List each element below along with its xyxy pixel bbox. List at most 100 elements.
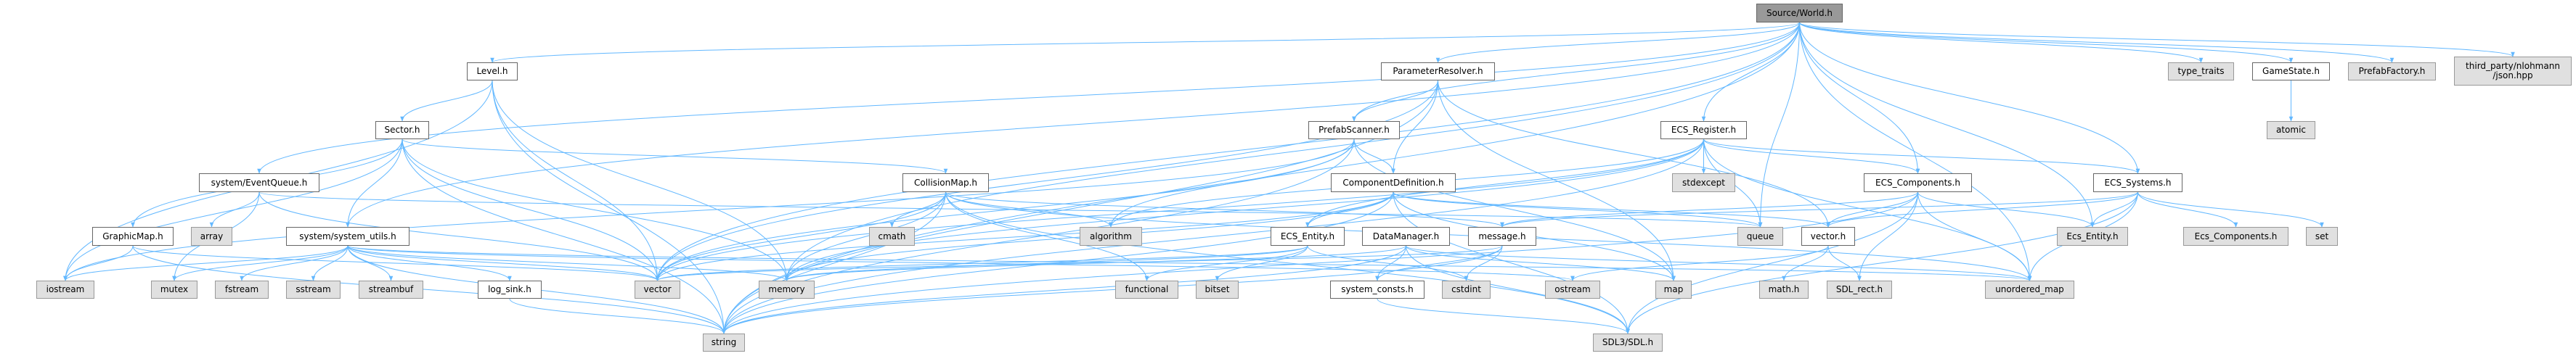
node-prefabfactory[interactable]: PrefabFactory.h [2348, 62, 2436, 80]
node-paramres[interactable]: ParameterResolver.h [1381, 62, 1495, 80]
node-bitset[interactable]: bitset [1196, 281, 1239, 299]
edge-ecsentity-to-cstdint [1307, 245, 1469, 281]
node-vector[interactable]: vector [635, 281, 680, 299]
edge-world-to-ecsregister [1701, 22, 1800, 122]
edge-datamanager-to-unordered_map [1406, 245, 2032, 281]
edge-sysconsts-to-sdl [1377, 298, 1630, 334]
node-sdl[interactable]: SDL3/SDL.h [1593, 334, 1663, 352]
node-logsink[interactable]: log_sink.h [478, 281, 542, 299]
node-level[interactable]: Level.h [467, 62, 518, 80]
node-ostream[interactable]: ostream [1545, 281, 1600, 299]
node-sysconsts[interactable]: system_consts.h [1330, 281, 1424, 299]
node-message[interactable]: message.h [1468, 227, 1536, 246]
edge-world-to-prefabscanner [1352, 22, 1800, 122]
node-ecscomponents[interactable]: ECS_Components.h [1864, 173, 1972, 192]
node-sector[interactable]: Sector.h [375, 121, 429, 139]
edge-graphicmap-to-string [132, 245, 726, 334]
edge-level-to-sector [400, 80, 493, 122]
node-streambuf[interactable]: streambuf [359, 281, 423, 299]
edge-prefabscanner-to-algorithm [1109, 138, 1355, 228]
node-prefabscanner[interactable]: PrefabScanner.h [1308, 121, 1400, 139]
edge-prefabscanner-to-compdef [1353, 138, 1395, 174]
node-fstream[interactable]: fstream [215, 281, 269, 299]
node-sdlrect[interactable]: SDL_rect.h [1827, 281, 1892, 299]
edge-ecssystems-to-message [1500, 191, 2138, 228]
node-datamanager[interactable]: DataManager.h [1362, 227, 1450, 246]
edge-sector-to-sysutils [346, 138, 403, 228]
node-cstdint[interactable]: cstdint [1442, 281, 1491, 299]
node-ecsregister[interactable]: ECS_Register.h [1660, 121, 1747, 139]
edge-world-to-json [1799, 22, 2515, 57]
edge-collisionmap-to-memory [784, 191, 946, 281]
node-sysutils[interactable]: system/system_utils.h [286, 227, 409, 246]
edge-world-to-eventqueue [257, 22, 1800, 174]
edge-paramres-to-prefabscanner [1352, 80, 1438, 122]
node-memory[interactable]: memory [759, 281, 815, 299]
edge-logsink-to-string [509, 298, 726, 334]
node-vectorh[interactable]: vector.h [1801, 227, 1855, 246]
node-ecssystems[interactable]: ECS_Systems.h [2093, 173, 2182, 192]
node-array[interactable]: array [191, 227, 232, 246]
edge-collisionmap-to-algorithm [945, 191, 1113, 228]
edge-compdef-to-sdl [1393, 191, 1630, 334]
edge-sysutils-to-ostream [347, 245, 1575, 281]
edge-paramres-to-map [1438, 80, 1676, 281]
node-algorithm[interactable]: algorithm [1080, 227, 1142, 246]
node-atomic[interactable]: atomic [2267, 121, 2315, 139]
node-json[interactable]: third_party/nlohmann /json.hpp [2454, 57, 2572, 86]
node-eventqueue[interactable]: system/EventQueue.h [199, 173, 319, 192]
edge-ecssystems-to-vectorh [1826, 191, 2138, 228]
node-sstream[interactable]: sstream [286, 281, 341, 299]
node-world[interactable]: Source/World.h [1756, 4, 1843, 22]
node-ecsentity[interactable]: ECS_Entity.h [1271, 227, 1345, 246]
node-collisionmap[interactable]: CollisionMap.h [902, 173, 989, 192]
edge-ecsentity-to-vector [655, 245, 1308, 281]
node-map[interactable]: map [1655, 281, 1692, 299]
node-type-traits[interactable]: type_traits [2168, 62, 2234, 80]
edge-level-to-string [492, 80, 726, 334]
edge-message-to-cstdint [1464, 245, 1503, 281]
edge-ecscomponents-to-unordered_map [1917, 191, 2032, 281]
node-string[interactable]: string [703, 334, 745, 352]
edge-collisionmap-to-message [945, 191, 1504, 228]
edge-world-to-queue [1758, 22, 1800, 228]
edge-vectorh-to-mathh [1782, 245, 1829, 281]
edge-ecsregister-to-ecsentity [1305, 138, 1704, 228]
node-ecs-entity-ext[interactable]: Ecs_Entity.h [2057, 227, 2128, 246]
edge-message-to-string [722, 245, 1503, 334]
edge-ecsentity-to-memory [784, 245, 1308, 281]
node-functional[interactable]: functional [1115, 281, 1178, 299]
edge-datamanager-to-sdl [1406, 245, 1630, 334]
node-mathh[interactable]: math.h [1759, 281, 1809, 299]
edge-eventqueue-to-vector [258, 191, 660, 281]
edge-world-to-sysutils [346, 22, 1800, 228]
node-unordered-map[interactable]: unordered_map [1985, 281, 2074, 299]
node-compdef[interactable]: ComponentDefinition.h [1331, 173, 1456, 192]
edge-world-to-paramres [1435, 22, 1800, 63]
node-ecs-components-ext[interactable]: Ecs_Components.h [2183, 227, 2288, 246]
edge-datamanager-to-sysconsts [1375, 245, 1406, 281]
edge-paramres-to-vectorh [1438, 80, 1830, 228]
edge-ecssystems-to-ecs_entity_ext [2090, 191, 2138, 228]
edge-sysutils-to-memory [347, 245, 789, 281]
edge-sector-to-vector [402, 138, 660, 281]
node-queue[interactable]: queue [1737, 227, 1783, 246]
edge-ecscomponents-to-sdlrect [1857, 191, 1918, 281]
node-graphicmap[interactable]: GraphicMap.h [92, 227, 174, 246]
edge-prefabscanner-to-map [1353, 138, 1676, 281]
node-gamestate[interactable]: GameState.h [2252, 62, 2330, 80]
edge-ecssystems-to-set [2137, 191, 2324, 228]
node-stdexcept[interactable]: stdexcept [1672, 173, 1735, 192]
edge-sysutils-to-vector [347, 245, 660, 281]
edge-message-to-vector [656, 245, 1503, 281]
edge-sysutils-to-fstream [240, 245, 349, 281]
edge-ecscomponents-to-string [722, 191, 1918, 334]
edge-ecsregister-to-vector [655, 138, 1704, 281]
node-mutex[interactable]: mutex [151, 281, 197, 299]
edge-world-to-ecs_entity_ext [1799, 22, 2095, 228]
node-set[interactable]: set [2306, 227, 2338, 246]
node-cmath[interactable]: cmath [869, 227, 915, 246]
edge-prefabscanner-to-string [722, 138, 1355, 334]
edge-vectorh-to-sdlrect [1827, 245, 1862, 281]
node-iostream[interactable]: iostream [36, 281, 94, 299]
